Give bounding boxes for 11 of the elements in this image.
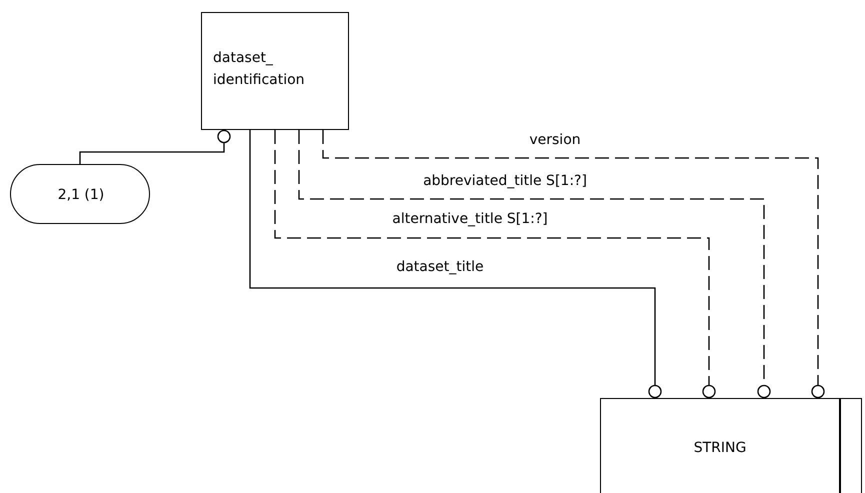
entity-name: dataset_ identification <box>213 49 306 90</box>
attribute-label: alternative_title S[1:?] <box>390 211 550 227</box>
relationship-line <box>249 130 662 398</box>
entity-box <box>201 12 349 130</box>
entity-box <box>600 398 862 493</box>
attribute-label: dataset_title <box>394 259 486 275</box>
relationship-line <box>79 130 231 164</box>
page-reference: 2,1 (1) <box>56 186 106 205</box>
relationship-line <box>274 130 716 398</box>
entity-name: STRING <box>692 439 748 458</box>
attribute-label: abbreviated_title S[1:?] <box>421 173 589 189</box>
